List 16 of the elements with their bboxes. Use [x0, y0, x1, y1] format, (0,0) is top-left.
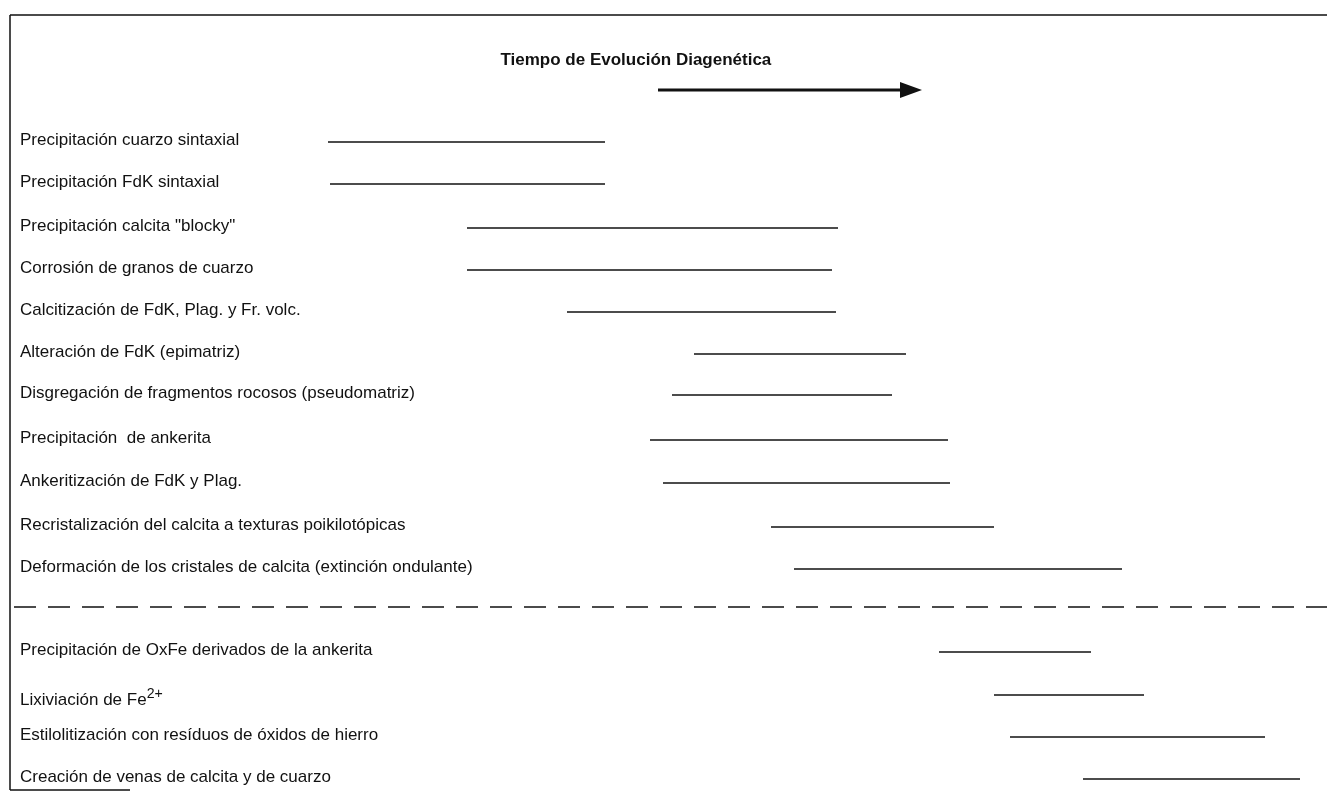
process-label: Lixiviación de Fe$^{2+}$ — [20, 684, 163, 710]
process-label: Ankeritización de FdK y Plag. — [20, 471, 243, 491]
process-label: Calcitización de FdK, Plag. y Fr. volc. — [20, 300, 301, 320]
process-label: Alteración de FdK (epimatriz) — [20, 342, 241, 362]
process-label: Precipitación de ankerita — [20, 428, 211, 448]
process-label: Estilolitización con resíduos de óxidos de hierro — [20, 725, 379, 745]
process-label: Precipitación de OxFe derivados de la ankerita — [20, 640, 373, 660]
process-label: Disgregación de fragmentos rocosos (pseudomatriz) — [20, 383, 415, 403]
process-label: Precipitación FdK sintaxial — [20, 172, 220, 192]
process-label: Recristalización del calcita a texturas poikilotópicas — [20, 515, 406, 535]
chart-title: Tiempo de Evolución Diagenética — [500, 50, 772, 70]
process-label: Precipitación calcita "blocky" — [20, 216, 236, 236]
process-label: Deformación de los cristales de calcita (extinción ondulante) — [20, 557, 473, 577]
process-label: Creación de venas de calcita y de cuarzo — [20, 767, 331, 787]
process-label: Corrosión de granos de cuarzo — [20, 258, 254, 278]
process-label: Precipitación cuarzo sintaxial — [20, 130, 240, 150]
